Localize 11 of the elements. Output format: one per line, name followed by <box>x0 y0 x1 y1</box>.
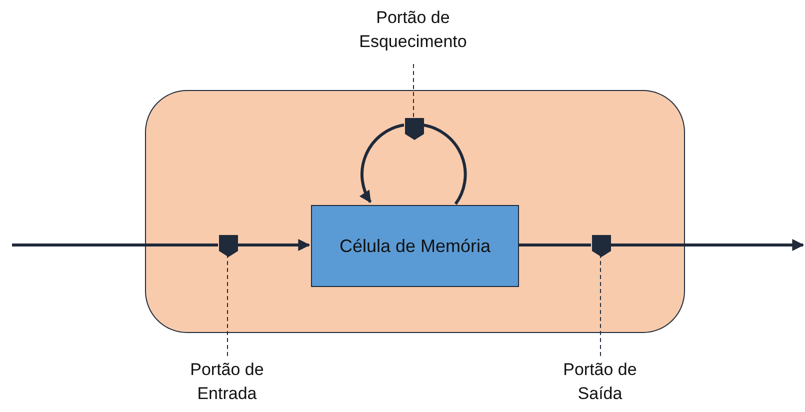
arrow <box>360 124 404 204</box>
arrow <box>610 239 804 251</box>
rounded-container <box>145 90 685 333</box>
leader-line <box>227 256 228 356</box>
gate-label: Portão de Entrada <box>189 359 265 405</box>
leader-line <box>600 256 601 356</box>
arrow <box>237 239 310 251</box>
leader-line <box>413 64 414 118</box>
gate-label: Portão de Esquecimento <box>358 7 468 53</box>
memory-cell-box: Célula de Memória <box>311 205 519 287</box>
gate-label: Portão de Saída <box>562 359 638 405</box>
